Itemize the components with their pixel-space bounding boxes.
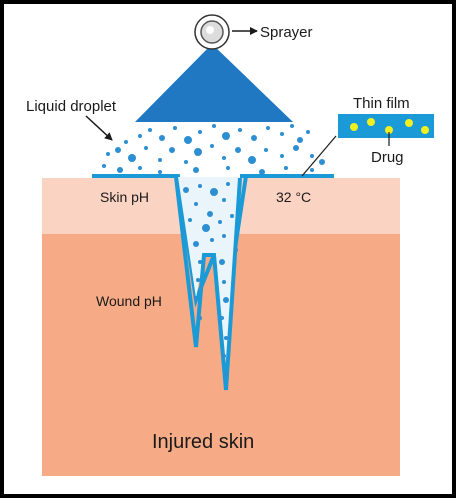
droplet-dot [319, 159, 325, 165]
droplet-dot [235, 147, 241, 153]
droplet-dot [293, 145, 299, 151]
droplet-dot [230, 214, 234, 218]
droplet-dot [219, 259, 225, 265]
drug-particles [350, 118, 429, 134]
droplet-dot [194, 202, 198, 206]
droplet-dot [159, 135, 165, 141]
wound-prong-left [174, 176, 242, 391]
droplet-dot [222, 354, 226, 358]
droplet-dot [284, 166, 288, 170]
droplet-dot [290, 124, 294, 128]
skin-ph-label: Skin pH [100, 189, 149, 205]
sprayer-cone [135, 44, 293, 122]
droplet-dot [222, 198, 226, 202]
droplet-dot [264, 148, 268, 152]
droplet-dot [182, 230, 186, 234]
droplet-dot [138, 166, 142, 170]
sprayer-nozzle-icon [194, 14, 230, 50]
droplet-dot [158, 170, 162, 174]
droplet-dot [238, 128, 242, 132]
droplet-dot [310, 154, 314, 158]
droplet-dot [212, 124, 216, 128]
droplet-dot [194, 148, 202, 156]
thin-film-label: Thin film [353, 95, 410, 112]
droplet-dot [193, 167, 199, 173]
droplet-dot [148, 128, 152, 132]
droplet-dot [198, 130, 202, 134]
spray-droplets [102, 124, 325, 376]
droplet-dot [183, 187, 189, 193]
droplet-dot [198, 184, 202, 188]
droplet-dot [220, 316, 224, 320]
droplet-pointer-arrow [85, 115, 113, 141]
droplet-dot [124, 140, 128, 144]
droplet-dot [248, 156, 256, 164]
droplet-dot [193, 241, 199, 247]
droplet-dot [202, 224, 210, 232]
droplet-dot [128, 154, 136, 162]
temperature-label: 32 °C [276, 189, 311, 205]
droplet-dot [106, 152, 110, 156]
droplet-dot [222, 132, 230, 140]
droplet-dot [310, 168, 314, 172]
droplet-dot [259, 169, 265, 175]
droplet-dot [210, 144, 214, 148]
droplet-dot [224, 372, 228, 376]
droplet-dot [280, 132, 284, 136]
droplet-dot [280, 154, 284, 158]
droplet-dot [222, 234, 226, 238]
drug-label: Drug [371, 149, 404, 166]
wound-cavity-fill [178, 177, 240, 383]
droplet-dot [138, 134, 142, 138]
droplet-dot [266, 126, 270, 130]
droplet-dot [251, 135, 257, 141]
droplet-dot [223, 297, 229, 303]
droplet-dot [297, 137, 303, 143]
droplet-dot [198, 316, 202, 320]
droplet-dot [144, 146, 148, 150]
injured-skin-label: Injured skin [152, 431, 254, 453]
droplet-dot [173, 126, 177, 130]
droplet-dot [226, 182, 230, 186]
droplet-dot [306, 130, 310, 134]
droplet-dot [226, 166, 230, 170]
droplet-dot [115, 147, 121, 153]
droplet-dot [222, 156, 226, 160]
droplet-dot [169, 147, 175, 153]
droplet-dot [184, 136, 192, 144]
droplet-dot [222, 280, 226, 284]
droplet-dot [198, 260, 202, 264]
droplet-dot [224, 336, 228, 340]
droplet-dot [102, 164, 106, 168]
droplet-dot [218, 220, 222, 224]
wound-ph-label: Wound pH [96, 293, 162, 309]
droplet-dot [210, 238, 214, 242]
droplet-dot [207, 211, 213, 217]
sprayer-label: Sprayer [260, 24, 313, 41]
film-pointer-line [301, 135, 337, 177]
droplet-dot [188, 218, 192, 222]
droplet-dot [194, 296, 198, 300]
droplet-dot [210, 188, 218, 196]
droplet-dot [234, 248, 238, 252]
droplet-dot [184, 160, 188, 164]
liquid-droplet-label: Liquid droplet [26, 98, 117, 115]
droplet-dot [117, 167, 123, 173]
droplet-dot [158, 158, 162, 162]
droplet-dot [196, 278, 200, 282]
